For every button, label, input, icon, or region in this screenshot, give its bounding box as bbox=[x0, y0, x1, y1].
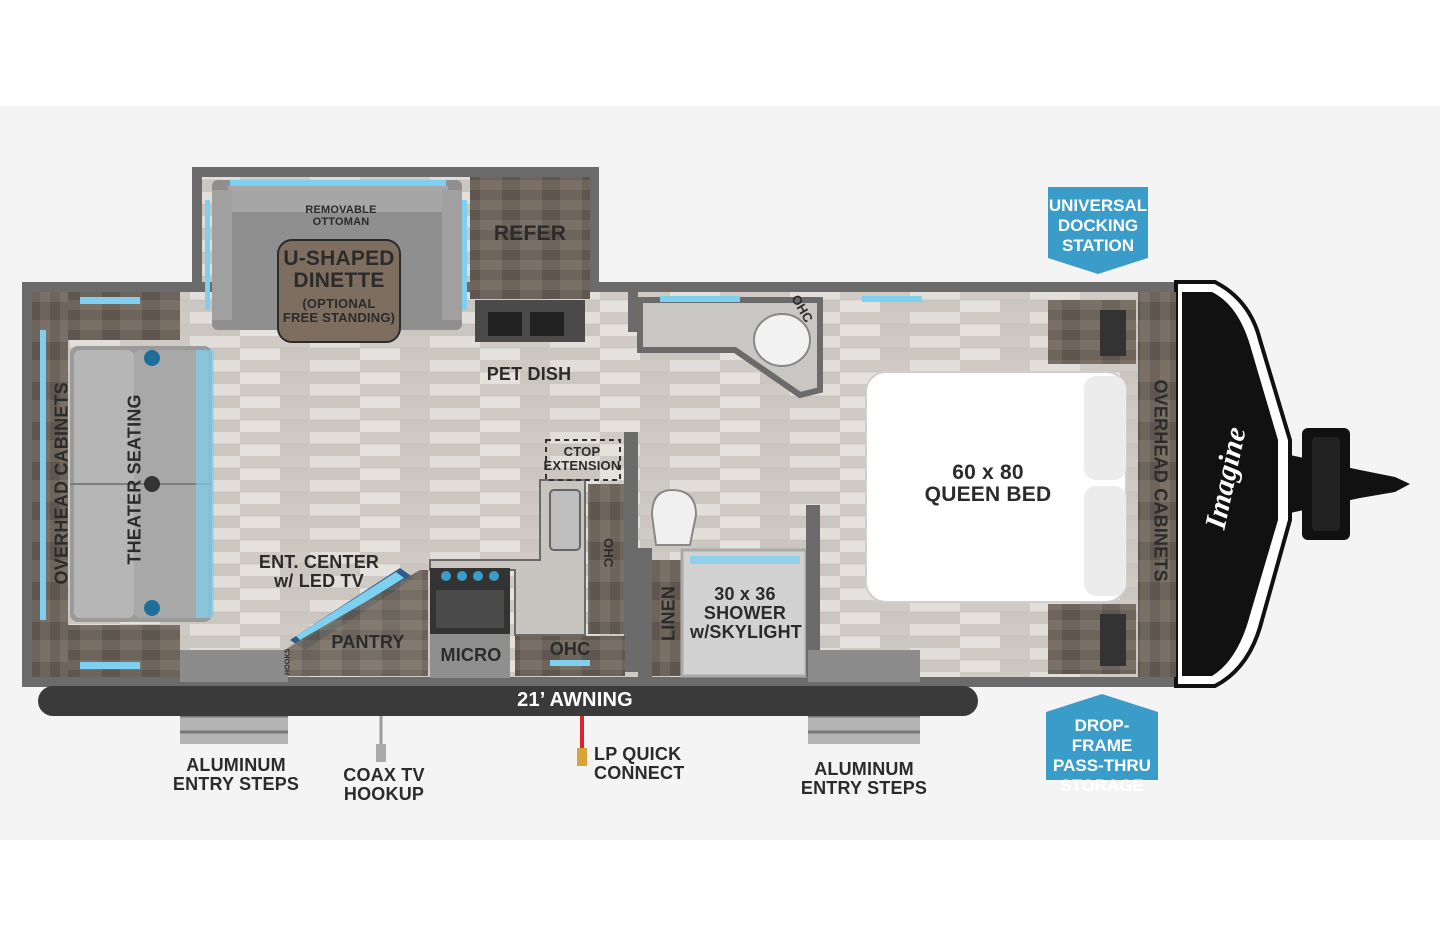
badge-line: DROP-FRAME bbox=[1071, 716, 1133, 755]
label-line: U-SHAPED bbox=[283, 247, 395, 270]
linen-label: LINEN bbox=[658, 585, 679, 641]
label-line: FREE STANDING) bbox=[282, 309, 396, 325]
front-cabinet-strip bbox=[1138, 292, 1176, 677]
badge-line: STORAGE bbox=[1060, 776, 1144, 795]
drop-frame-badge: DROP-FRAME PASS-THRU STORAGE bbox=[1046, 712, 1158, 795]
pet-dish-label: PET DISH bbox=[486, 364, 572, 384]
label-line: ALUMINUM bbox=[186, 755, 286, 775]
linen-cabinet bbox=[652, 560, 682, 676]
overhead-cabinets-rear-label: OVERHEAD CABINETS bbox=[51, 382, 72, 585]
universal-docking-badge: UNIVERSAL DOCKING STATION bbox=[1048, 187, 1148, 258]
theater-seating-label: THEATER SEATING bbox=[124, 394, 145, 565]
dinette-table bbox=[277, 239, 401, 343]
kitchen-ohc bbox=[588, 484, 626, 634]
ent-center-label: ENT. CENTER w/ LED TV bbox=[250, 553, 388, 591]
coax-connector bbox=[376, 744, 386, 762]
label-line: EXTENSION bbox=[543, 457, 621, 473]
dropframe-badge-pointer bbox=[1046, 694, 1158, 712]
ohc-kitchen-label: OHC bbox=[600, 538, 616, 568]
bathroom-sink bbox=[753, 313, 811, 367]
pantry bbox=[270, 570, 428, 676]
label-line: (OPTIONAL bbox=[302, 296, 376, 311]
label-line: 60 x 80 bbox=[952, 461, 1024, 484]
optional-free-standing-label: (OPTIONAL FREE STANDING) bbox=[276, 297, 402, 324]
pantry-label: PANTRY bbox=[331, 632, 405, 652]
label-line: DINETTE bbox=[293, 269, 385, 293]
shower bbox=[680, 548, 808, 678]
rear-cabinet-strip bbox=[32, 292, 68, 677]
ctop-extension-label: CTOP EXTENSION bbox=[540, 445, 624, 472]
front-entry-steps-label: ALUMINUM ENTRY STEPS bbox=[796, 760, 932, 798]
kitchen-counter bbox=[429, 479, 586, 636]
label-line: w/SKYLIGHT bbox=[690, 621, 803, 642]
queen-bed-label: 60 x 80 QUEEN BED bbox=[916, 461, 1060, 507]
label-line: LP QUICK bbox=[594, 744, 682, 764]
lp-connector bbox=[577, 748, 587, 766]
refrigerator bbox=[470, 177, 590, 299]
label-line: w/ LED TV bbox=[274, 570, 364, 591]
label-line: COAX TV bbox=[343, 765, 425, 785]
label-line: ENTRY STEPS bbox=[172, 773, 300, 794]
label-line: QUEEN BED bbox=[924, 483, 1052, 507]
label-line: REMOVABLE bbox=[305, 204, 377, 216]
docking-badge-pointer bbox=[1048, 258, 1148, 274]
shower-label: 30 x 36 SHOWER w/SKYLIGHT bbox=[690, 584, 803, 642]
overhead-cabinets-front-label: OVERHEAD CABINETS bbox=[1150, 379, 1171, 582]
badge-line: PASS-THRU bbox=[1053, 756, 1151, 775]
hooks-label: HOOKS bbox=[284, 648, 292, 676]
label-line: HOOKUP bbox=[343, 783, 425, 804]
label-line: ALUMINUM bbox=[814, 759, 914, 779]
micro-label: MICRO bbox=[440, 645, 502, 665]
toilet bbox=[650, 488, 698, 546]
queen-bed bbox=[865, 371, 1127, 603]
label-line: CTOP bbox=[563, 444, 601, 459]
u-shaped-dinette-label: U-SHAPED DINETTE bbox=[270, 247, 408, 293]
rear-entry-steps-label: ALUMINUM ENTRY STEPS bbox=[168, 756, 304, 794]
awning-label: 21’ AWNING bbox=[517, 689, 633, 711]
refer-label: REFER bbox=[493, 222, 567, 245]
ohc-lower-label: OHC bbox=[549, 639, 591, 659]
microwave bbox=[430, 634, 510, 678]
awning bbox=[38, 686, 978, 716]
label-line: ENT. CENTER bbox=[258, 552, 380, 572]
coax-tv-hookup-label: COAX TV HOOKUP bbox=[330, 766, 438, 804]
badge-line: UNIVERSAL bbox=[1048, 196, 1148, 215]
label-line: CONNECT bbox=[594, 762, 685, 783]
lower-ohc bbox=[515, 636, 625, 676]
label-line: ENTRY STEPS bbox=[800, 777, 928, 798]
badge-line: DOCKING bbox=[1057, 216, 1139, 235]
label-line: OTTOMAN bbox=[312, 215, 370, 228]
lp-quick-connect-label: LP QUICK CONNECT bbox=[594, 745, 694, 783]
label-line: 30 x 36 bbox=[714, 584, 776, 604]
badge-line: STATION bbox=[1061, 236, 1135, 255]
removable-ottoman-label: REMOVABLE OTTOMAN bbox=[296, 204, 386, 228]
label-line: SHOWER bbox=[703, 602, 787, 623]
